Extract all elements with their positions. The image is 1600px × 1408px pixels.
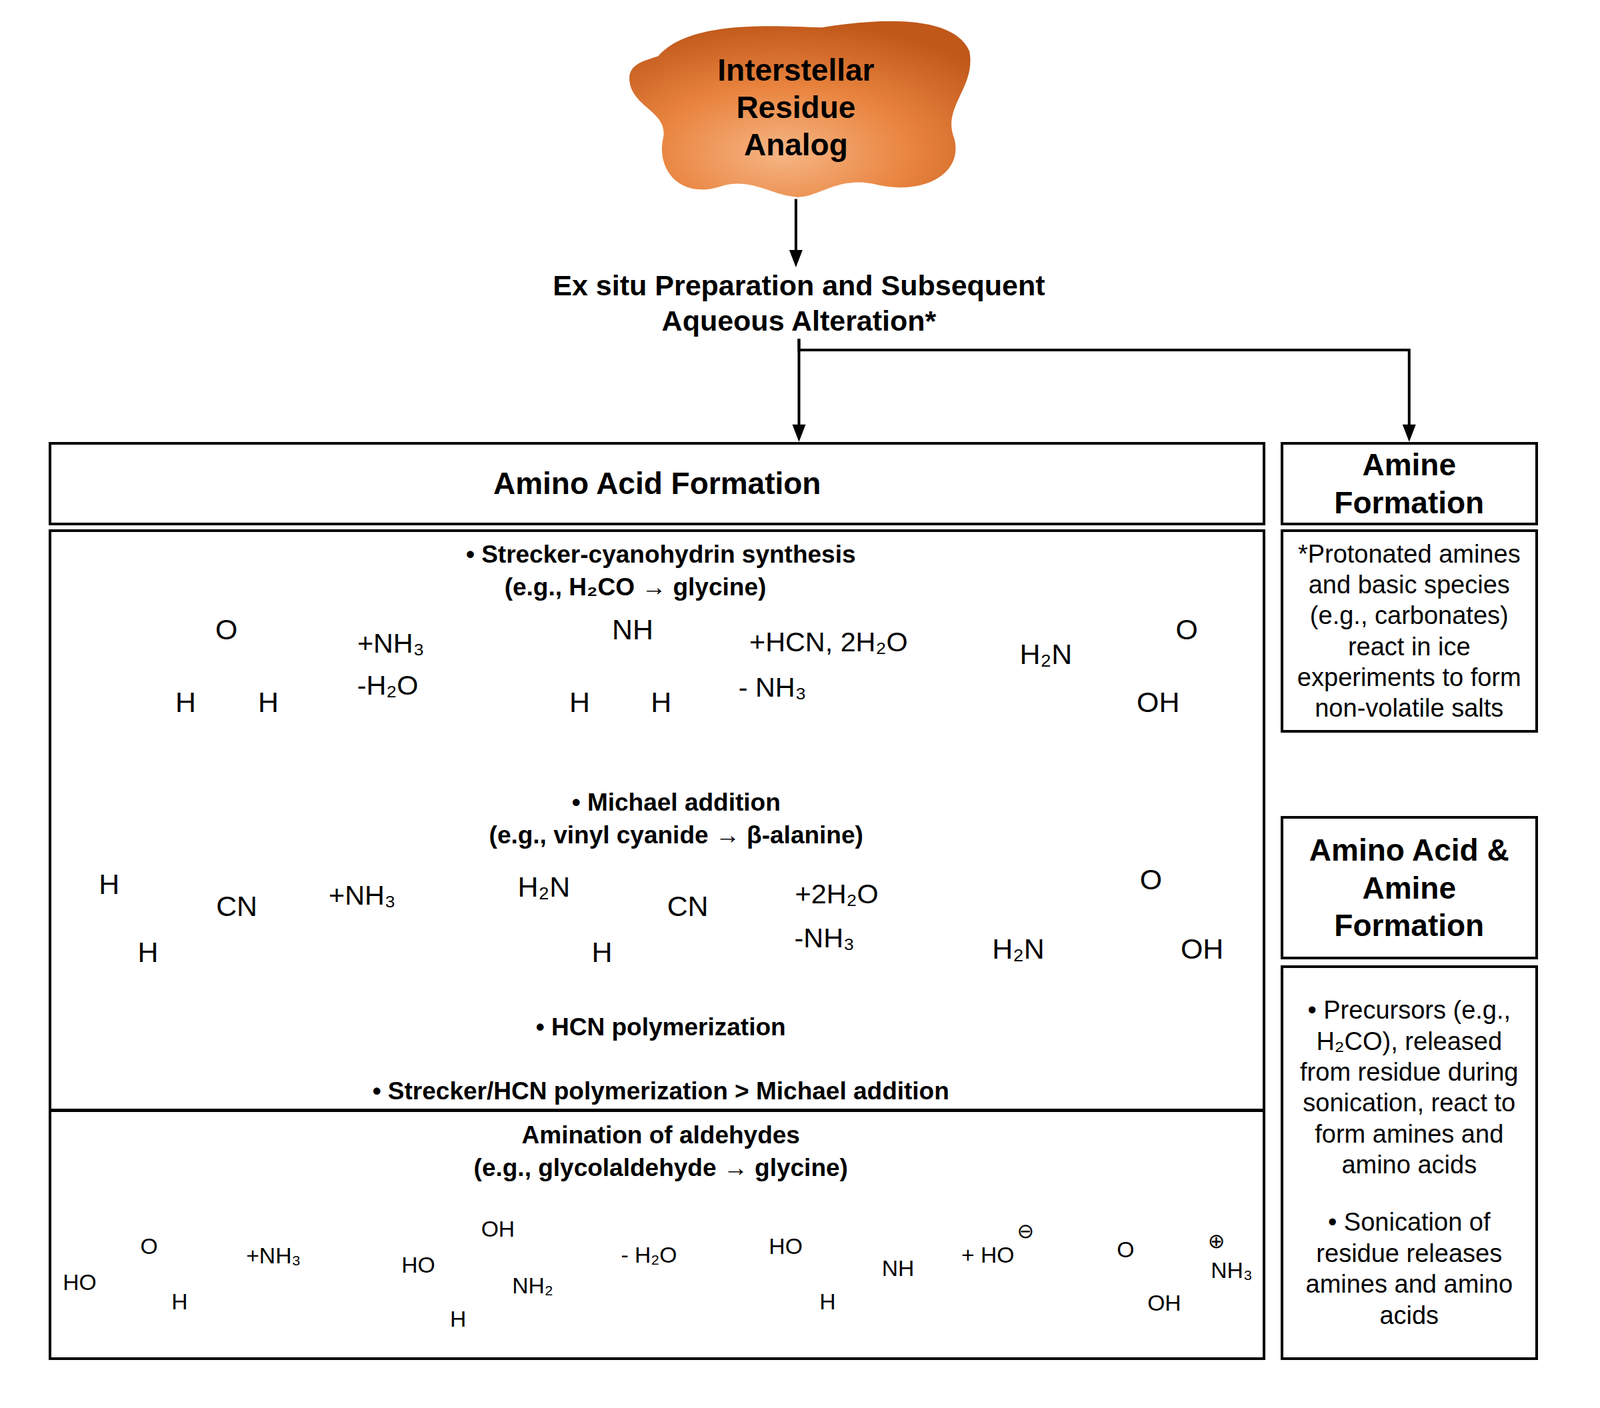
- arrow-head: [792, 424, 806, 442]
- node-text: (e.g., H₂CO → glycine): [504, 572, 767, 602]
- node-text: Amine Formation: [1290, 446, 1529, 521]
- note-box: *Protonated amines and basic species (e.…: [1280, 529, 1538, 733]
- connector-line: [794, 198, 798, 254]
- arrow-head: [789, 250, 803, 268]
- section-header: Amino Acid & Amine Formation: [1280, 816, 1538, 959]
- node-text: *Protonated amines and basic species (e.…: [1288, 538, 1530, 724]
- connector-line: [798, 338, 1409, 429]
- connector: [789, 198, 803, 268]
- node-text: • Strecker-cyanohydrin synthesis: [466, 539, 856, 570]
- blob-outline: [629, 21, 970, 198]
- mechanism-panel: • Strecker-cyanohydrin synthesis(e.g., H…: [48, 529, 1265, 1111]
- residue-blob: Interstellar Residue Analog: [617, 15, 975, 200]
- note-box: • Precursors (e.g., H₂CO), released from…: [1280, 965, 1538, 1360]
- arrow-head: [1402, 424, 1416, 442]
- section-header: Amino Acid Formation: [48, 442, 1265, 526]
- section-header: Amine Formation: [1280, 442, 1538, 526]
- node-text: (e.g., vinyl cyanide → β-alanine): [489, 820, 864, 850]
- connector: [792, 338, 806, 442]
- step-label: Ex situ Preparation and Subsequent Aqueo…: [525, 267, 1072, 339]
- node-text: • Sonication of residue releases amines …: [1288, 1206, 1530, 1330]
- node-text: Amination of aldehydes: [522, 1120, 800, 1150]
- connector-line: [797, 338, 800, 429]
- node-text: Ex situ Preparation and Subsequent Aqueo…: [525, 268, 1072, 338]
- connector: [798, 338, 1416, 442]
- node-text: • Strecker/HCN polymerization > Michael …: [372, 1076, 950, 1107]
- node-text: • HCN polymerization: [536, 1012, 786, 1042]
- node-text: • Michael addition: [572, 787, 781, 818]
- node-text: (e.g., glycolaldehyde → glycine): [474, 1152, 848, 1183]
- node-text: Amino Acid Formation: [493, 464, 822, 502]
- node-text: • Precursors (e.g., H₂CO), released from…: [1288, 994, 1530, 1180]
- mechanism-panel: Amination of aldehydes(e.g., glycolaldeh…: [48, 1109, 1265, 1361]
- node-text: Interstellar Residue Analog: [699, 51, 893, 164]
- node-text: Amino Acid & Amine Formation: [1290, 831, 1529, 944]
